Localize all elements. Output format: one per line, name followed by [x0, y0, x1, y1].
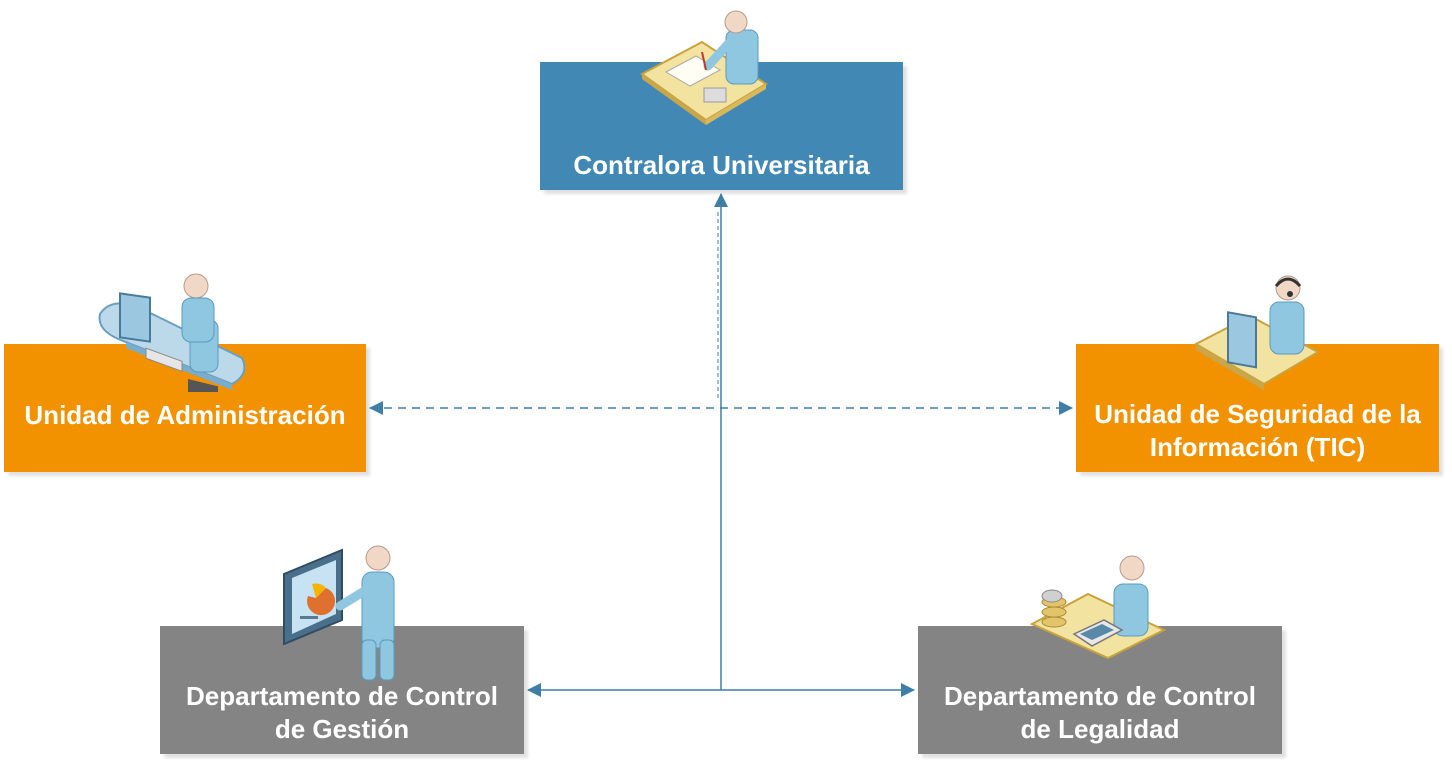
node-label: Unidad de Administración: [24, 400, 346, 430]
person-at-presentation-board-icon: [283, 545, 395, 681]
node-label: Departamento de Control de Gestión: [185, 681, 499, 744]
person-with-headset-at-computer-icon: [1193, 275, 1321, 390]
person-writing-at-desk-icon: [640, 10, 768, 125]
node-departamento-control-legalidad[interactable]: Departamento de Control de Legalidad: [918, 626, 1282, 754]
node-departamento-control-gestion[interactable]: Departamento de Control de Gestión: [160, 626, 524, 754]
person-with-coins-and-calculator-icon: [1029, 555, 1167, 660]
node-label: Unidad de Seguridad de la Información (T…: [1094, 399, 1421, 462]
node-label: Contralora Universitaria: [573, 150, 870, 180]
node-label: Departamento de Control de Legalidad: [943, 681, 1257, 744]
person-at-computer-desk-icon: [98, 273, 246, 392]
